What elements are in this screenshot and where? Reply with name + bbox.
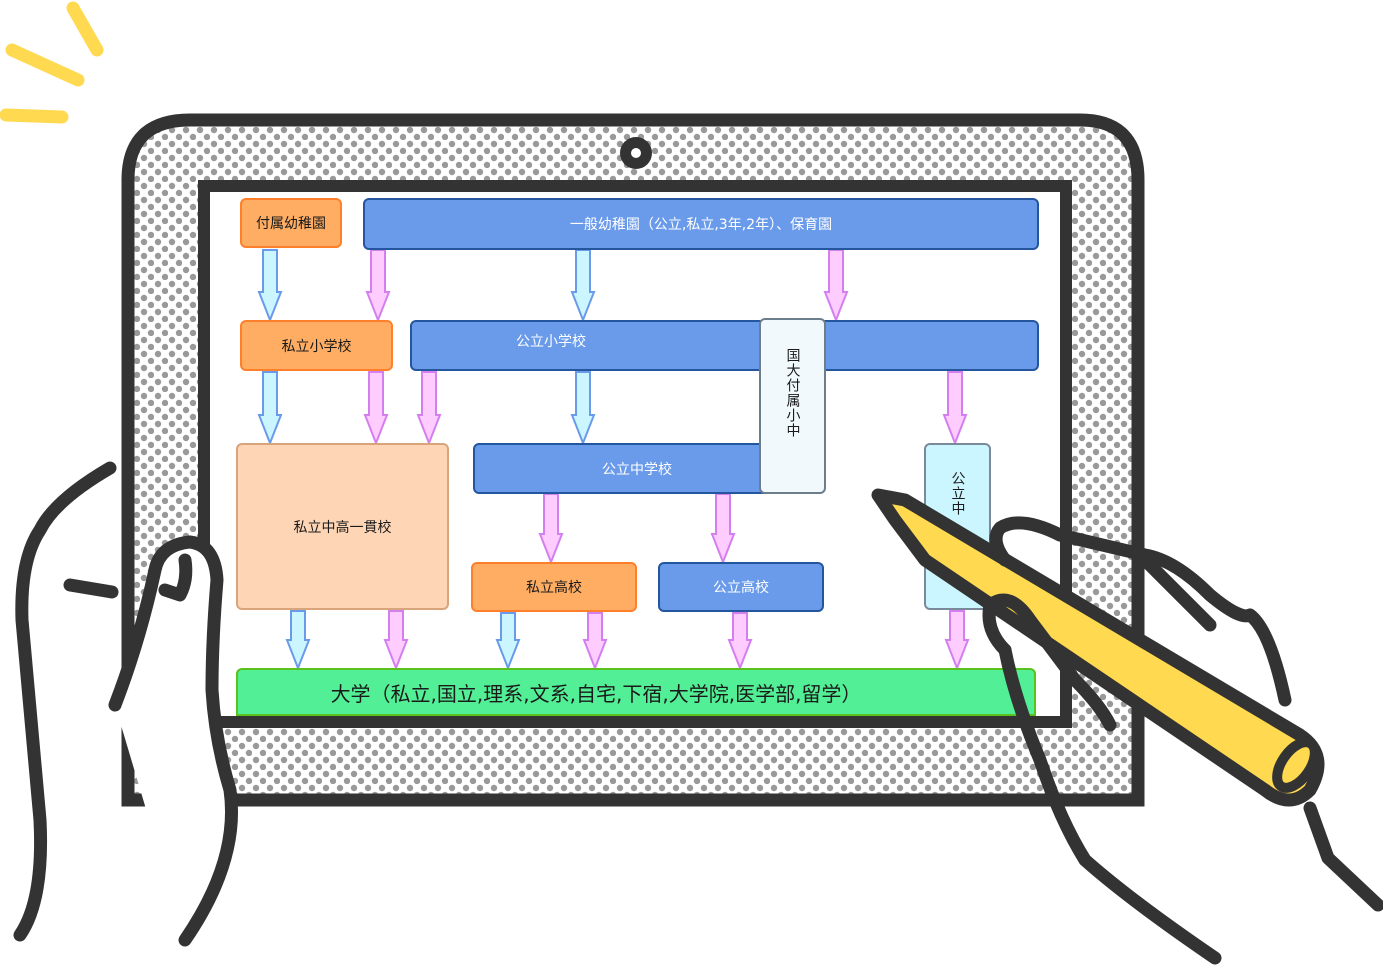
node-koritsu-shogakko[interactable]: 公立小学校 — [410, 320, 1039, 371]
arrow-koritsu_koko-to-daigaku — [727, 612, 753, 671]
node-label: 私立高校 — [526, 580, 582, 596]
node-label: 付属幼稚園 — [256, 216, 326, 232]
left-hand — [13, 461, 117, 942]
arrow-koritsu_chugakko-to-shiritsu_koko — [538, 493, 564, 565]
arrow-shiritsu_chuko_ikkan-to-daigaku — [383, 610, 409, 671]
arrow-shiritsu_koko-to-daigaku — [495, 612, 521, 671]
node-kokudai-fuzoku[interactable]: 国大付属小中 — [759, 318, 826, 494]
arrow-ippan_yochien-to-shiritsu_shogakko — [365, 249, 391, 323]
arrow-shiritsu_shogakko-to-shiritsu_chuko_ikkan — [363, 371, 389, 446]
arrow-ippan_yochien-to-koritsu_shogakko — [570, 249, 596, 323]
arrow-ippan_yochien-to-koritsu_shogakko — [823, 249, 849, 323]
node-daigaku[interactable]: 大学（私立,国立,理系,文系,自宅,下宿,大学院,医学部,留学） — [236, 668, 1036, 716]
node-label: 一般幼稚園（公立,私立,3年,2年）、保育園 — [569, 217, 833, 233]
node-label: 公立中学校 — [602, 461, 672, 478]
node-label: 大学（私立,国立,理系,文系,自宅,下宿,大学院,医学部,留学） — [330, 681, 862, 706]
node-shiritsu-shogakko[interactable]: 私立小学校 — [240, 320, 393, 371]
arrow-koritsu_shogakko-to-koritsu_chugakko — [570, 371, 596, 446]
arrow-shiritsu_chuko_ikkan-to-daigaku — [285, 610, 311, 671]
stylus-pen-icon — [871, 488, 1325, 807]
node-label: 私立中高一貫校 — [293, 519, 392, 536]
node-label: 私立小学校 — [281, 338, 352, 355]
arrow-koritsu_shogakko-to-shiritsu_chuko_ikkan — [416, 371, 442, 446]
node-fuzoku-yochien[interactable]: 付属幼稚園 — [240, 198, 342, 248]
arrow-shiritsu_shogakko-to-shiritsu_chuko_ikkan — [257, 371, 283, 446]
arrow-koritsu_chuko-to-daigaku — [944, 610, 970, 671]
node-label: 公立小学校 — [516, 333, 586, 350]
node-koritsu-koko[interactable]: 公立高校 — [658, 562, 824, 612]
arrow-koritsu_chugakko-to-koritsu_koko — [710, 493, 736, 565]
arrow-koritsu_shogakko-to-koritsu_chuko — [942, 371, 968, 446]
node-label: 国大付属小中 — [784, 348, 801, 438]
node-shiritsu-chuko-ikkan[interactable]: 私立中高一貫校 — [236, 443, 449, 610]
right-hand — [989, 516, 1292, 707]
node-label: 公立高校 — [713, 580, 769, 596]
node-shiritsu-koko[interactable]: 私立高校 — [471, 562, 637, 612]
arrow-shiritsu_koko-to-daigaku — [582, 612, 608, 671]
node-ippan-yochien[interactable]: 一般幼稚園（公立,私立,3年,2年）、保育園 — [363, 198, 1039, 250]
spark-icon — [0, 1, 104, 124]
node-label: 公立中 — [949, 471, 966, 516]
arrow-fuzoku_yochien-to-shiritsu_shogakko — [257, 249, 283, 323]
